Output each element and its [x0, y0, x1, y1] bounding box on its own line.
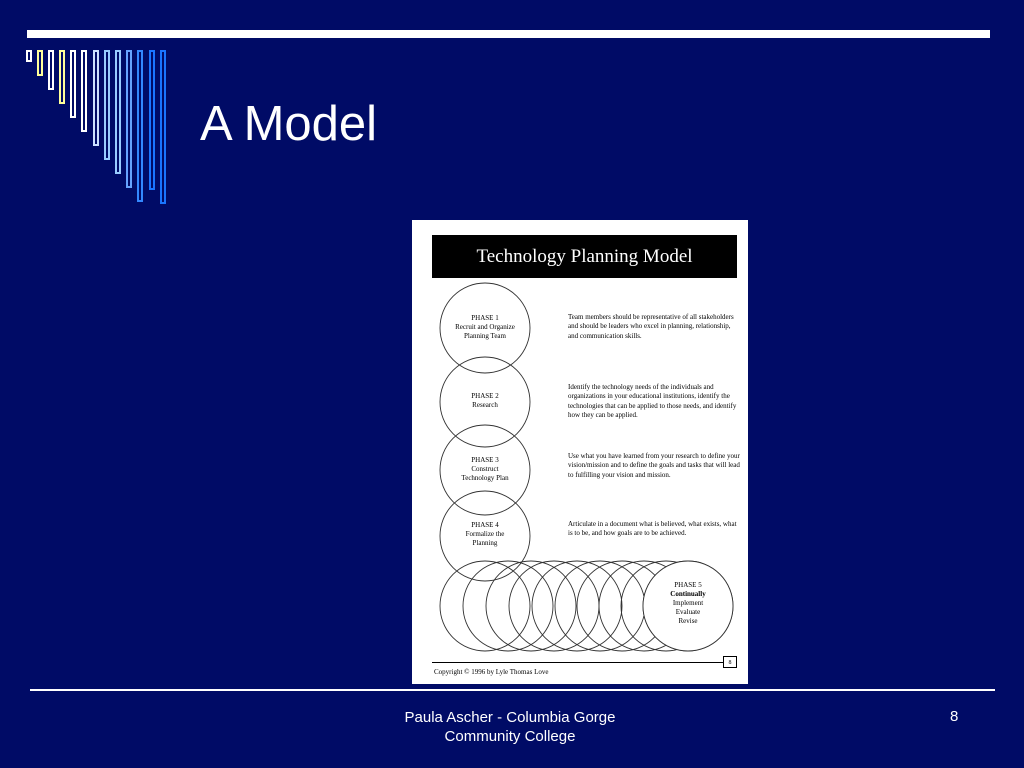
phase-1-label: PHASE 1 Recruit and Organize Planning Te…	[440, 314, 530, 341]
phase-5-circle-front	[642, 560, 734, 652]
phase-1-line: Recruit and Organize	[455, 323, 515, 331]
phase-5-circle	[554, 560, 646, 652]
phase-2-description: Identify the technology needs of the ind…	[568, 383, 737, 419]
phase-3-description: Use what you have learned from your rese…	[568, 452, 740, 479]
slide-title: A Model	[200, 97, 378, 151]
footer-line: Paula Ascher - Columbia Gorge	[404, 709, 616, 726]
accent-bar	[81, 50, 87, 132]
phase-1-heading: PHASE 1	[471, 314, 499, 322]
phase-5-heading: PHASE 5	[674, 581, 702, 589]
document-page-number: 8	[723, 656, 737, 668]
phase-3-heading: PHASE 3	[471, 456, 499, 464]
phase-5-label: PHASE 5 Continually Implement Evaluate R…	[643, 581, 733, 626]
phase-2-line: Research	[472, 401, 498, 409]
accent-bar	[126, 50, 132, 188]
model-document-image: Technology Planning Model PHAS	[412, 220, 748, 684]
accent-bar	[137, 50, 143, 202]
phase-5-line: Revise	[678, 617, 698, 625]
phase-4-line: Planning	[472, 539, 498, 547]
phase-3-line: Technology Plan	[461, 474, 509, 482]
phase-4-circle	[439, 490, 531, 582]
phase-5-circle	[462, 560, 554, 652]
phase-5-circle	[508, 560, 600, 652]
document-rule	[432, 662, 723, 663]
accent-bar	[104, 50, 110, 160]
phase-5-circle	[531, 560, 623, 652]
accent-bar	[115, 50, 121, 174]
phase-circles	[439, 282, 734, 652]
accent-bar	[26, 50, 32, 62]
phase-5-circle	[485, 560, 577, 652]
phase-5-line: Evaluate	[675, 608, 701, 616]
document-header: Technology Planning Model	[432, 235, 737, 278]
accent-bar	[70, 50, 76, 118]
footer-line: Community College	[444, 728, 576, 745]
accent-bar	[59, 50, 65, 104]
footer-rule	[30, 689, 995, 691]
phase-2-heading: PHASE 2	[471, 392, 499, 400]
phase-2-label: PHASE 2 Research	[440, 392, 530, 410]
phase-3-circle	[439, 424, 531, 516]
phase-2-circle	[439, 356, 531, 448]
phase-5-line: Continually	[670, 590, 706, 598]
accent-bar	[37, 50, 43, 76]
accent-bar	[93, 50, 99, 146]
accent-bar	[160, 50, 166, 204]
phase-1-description: Team members should be representative of…	[568, 313, 734, 340]
footer-text: Paula Ascher - Columbia Gorge Community …	[365, 708, 655, 746]
phase-4-description: Articulate in a document what is believe…	[568, 520, 737, 538]
accent-bar	[48, 50, 54, 90]
document-copyright: Copyright © 1996 by Lyle Thomas Love	[434, 668, 549, 676]
accent-bar	[149, 50, 155, 190]
top-rule	[27, 30, 990, 38]
phase-4-heading: PHASE 4	[471, 521, 499, 529]
phase-1-circle	[439, 282, 531, 374]
phase-5-circle	[439, 560, 531, 652]
phase-3-line: Construct	[471, 465, 499, 473]
phase-4-line: Formalize the	[465, 530, 505, 538]
phase-1-line: Planning Team	[464, 332, 506, 340]
phase-3-label: PHASE 3 Construct Technology Plan	[440, 456, 530, 483]
phase-4-label: PHASE 4 Formalize the Planning	[440, 521, 530, 548]
phase-5-line: Implement	[672, 599, 704, 607]
slide-page-number: 8	[950, 708, 959, 725]
